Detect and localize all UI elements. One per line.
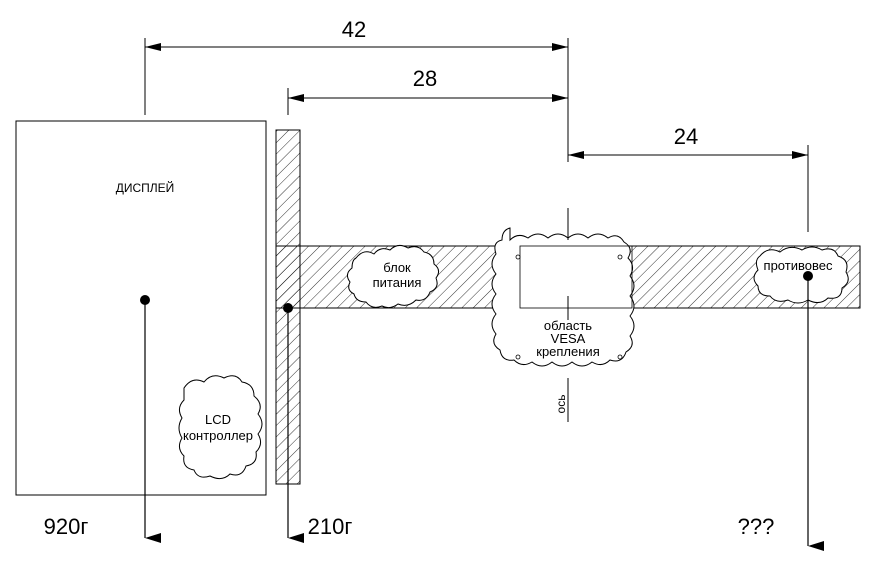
lcd-cloud [178,375,263,480]
cog-dot-plate [283,303,293,313]
vesa-hole-br [617,354,623,360]
lcd-label-1: LCD [205,412,231,427]
vesa-label-3: крепления [536,344,599,359]
display-label: ДИСПЛЕЙ [116,180,175,195]
vesa-label-1: область [544,318,592,333]
counterweight-label: противовес [764,258,833,273]
vesa-hole-tl [515,254,521,260]
vesa-hole-bl [515,354,521,360]
dim-label-plate-axis: 28 [413,66,437,91]
weight-label-counterweight: ??? [738,514,775,539]
display-box [15,120,267,496]
counterweight-cloud [753,246,849,304]
psu-label-2: питания [373,275,422,290]
cog-dot-counterweight [803,271,813,281]
weight-label-display: 920г [44,514,89,539]
psu-cloud [346,244,440,309]
lcd-label-2: контроллер [183,428,253,443]
axis-label: ось [554,395,568,414]
vesa-label-2: VESA [551,331,586,346]
vesa-inner-box [519,245,633,309]
vesa-hole-tr [617,254,623,260]
dim-label-axis-counterweight: 24 [674,124,698,149]
weight-label-plate: 210г [308,514,353,539]
cog-dot-display [140,295,150,305]
psu-label-1: блок [383,260,411,275]
dim-label-total: 42 [342,17,366,42]
vesa-cloud [491,227,635,367]
